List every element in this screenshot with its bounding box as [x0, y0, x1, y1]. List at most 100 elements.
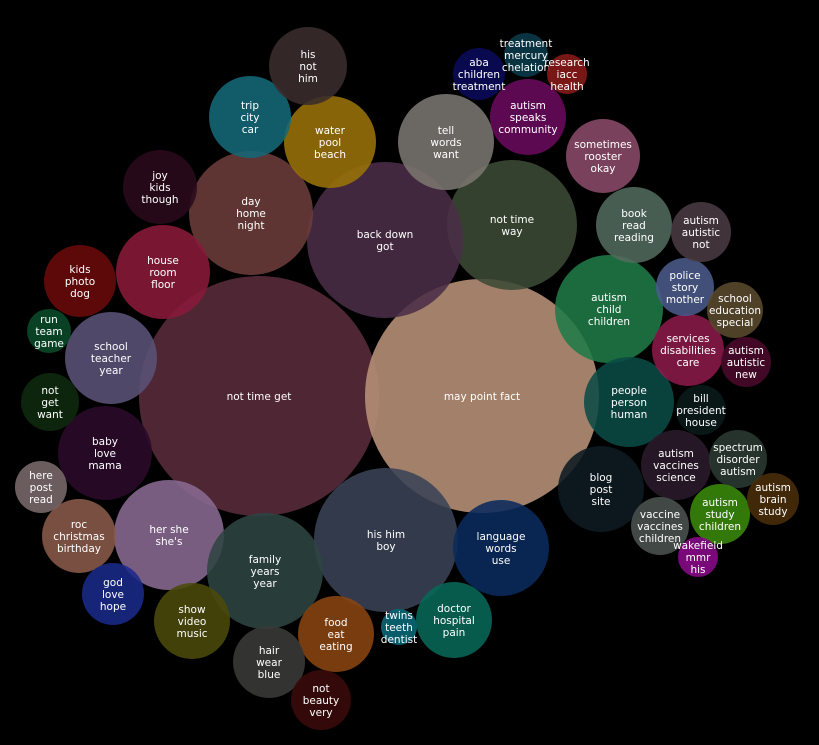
bubble-circle [65, 312, 157, 404]
bubble-term: new [735, 369, 757, 381]
bubble-circle [678, 537, 718, 577]
bubble-term: children [458, 69, 500, 81]
bubble-term: autism [728, 345, 764, 357]
bubble-term: children [699, 521, 741, 533]
bubble-term: autism [591, 292, 627, 304]
bubble-term: post [30, 482, 53, 494]
topic-bubble-t02: may point fact [365, 279, 599, 513]
bubble-term: pain [443, 627, 466, 639]
bubble-term: president [676, 405, 726, 417]
bubble-term: read [29, 494, 53, 506]
bubble-circle [709, 430, 767, 488]
bubble-circle [209, 76, 291, 158]
bubble-term: night [237, 220, 264, 232]
bubble-circle [27, 309, 71, 353]
bubble-term: his [300, 49, 315, 61]
bubble-circle [58, 406, 152, 500]
bubble-term: story [672, 282, 699, 294]
bubble-term: police [669, 270, 700, 282]
bubble-term: team [35, 326, 62, 338]
bubble-term: autism [510, 100, 546, 112]
bubble-circle [566, 119, 640, 193]
bubble-term: hair [259, 645, 280, 657]
bubble-term: not [41, 385, 58, 397]
bubble-term: years [251, 566, 280, 578]
bubble-term: birthday [57, 543, 101, 555]
bubble-term: tell [438, 125, 454, 137]
bubble-term: house [147, 255, 179, 267]
bubble-term: education [709, 305, 761, 317]
bubble-term: school [94, 341, 128, 353]
bubble-circle [398, 94, 494, 190]
bubble-circle [652, 314, 724, 386]
bubble-circle [596, 187, 672, 263]
bubble-term: health [550, 81, 583, 93]
bubble-term: language [477, 531, 526, 543]
bubble-term: autism [683, 215, 719, 227]
bubble-term: room [149, 267, 176, 279]
bubble-circle [504, 33, 548, 77]
bubble-term: dentist [381, 634, 417, 646]
bubble-term: city [240, 112, 259, 124]
bubble-term: dog [70, 288, 90, 300]
bubble-circle [721, 337, 771, 387]
bubble-term: eat [327, 629, 344, 641]
bubble-circle [416, 582, 492, 658]
bubble-term: chelation [502, 62, 550, 74]
bubble-term: though [141, 194, 178, 206]
bubble-term: mmr [686, 552, 711, 564]
bubble-circle [42, 499, 116, 573]
bubble-circle [284, 96, 376, 188]
bubble-term: use [492, 555, 511, 567]
bubble-term: eating [319, 641, 352, 653]
bubble-term: aba [469, 57, 489, 69]
bubble-circle [189, 151, 313, 275]
bubble-term: she's [156, 536, 183, 548]
bubble-term: autistic [727, 357, 766, 369]
bubble-term: very [309, 707, 332, 719]
bubble-term: people [611, 385, 647, 397]
bubble-term: photo [65, 276, 95, 288]
bubble-term: disabilities [660, 345, 716, 357]
bubble-term: run [40, 314, 58, 326]
bubble-term: house [685, 417, 717, 429]
bubble-term: not time get [227, 391, 292, 403]
bubble-term: brain [760, 494, 787, 506]
bubble-term: special [717, 317, 754, 329]
bubble-term: not [299, 61, 316, 73]
bubble-term: disorder [716, 454, 760, 466]
bubble-circle [298, 596, 374, 672]
bubble-circle [381, 609, 417, 645]
bubble-term: words [430, 137, 461, 149]
bubble-term: him [298, 73, 318, 85]
bubble-term: blue [258, 669, 281, 681]
bubble-term: got [376, 241, 393, 253]
bubble-term: reading [614, 232, 654, 244]
bubble-term: show [178, 604, 206, 616]
bubble-term: kids [149, 182, 170, 194]
bubble-term: get [41, 397, 58, 409]
bubble-term: may point fact [444, 391, 520, 403]
bubble-term: study [758, 506, 787, 518]
